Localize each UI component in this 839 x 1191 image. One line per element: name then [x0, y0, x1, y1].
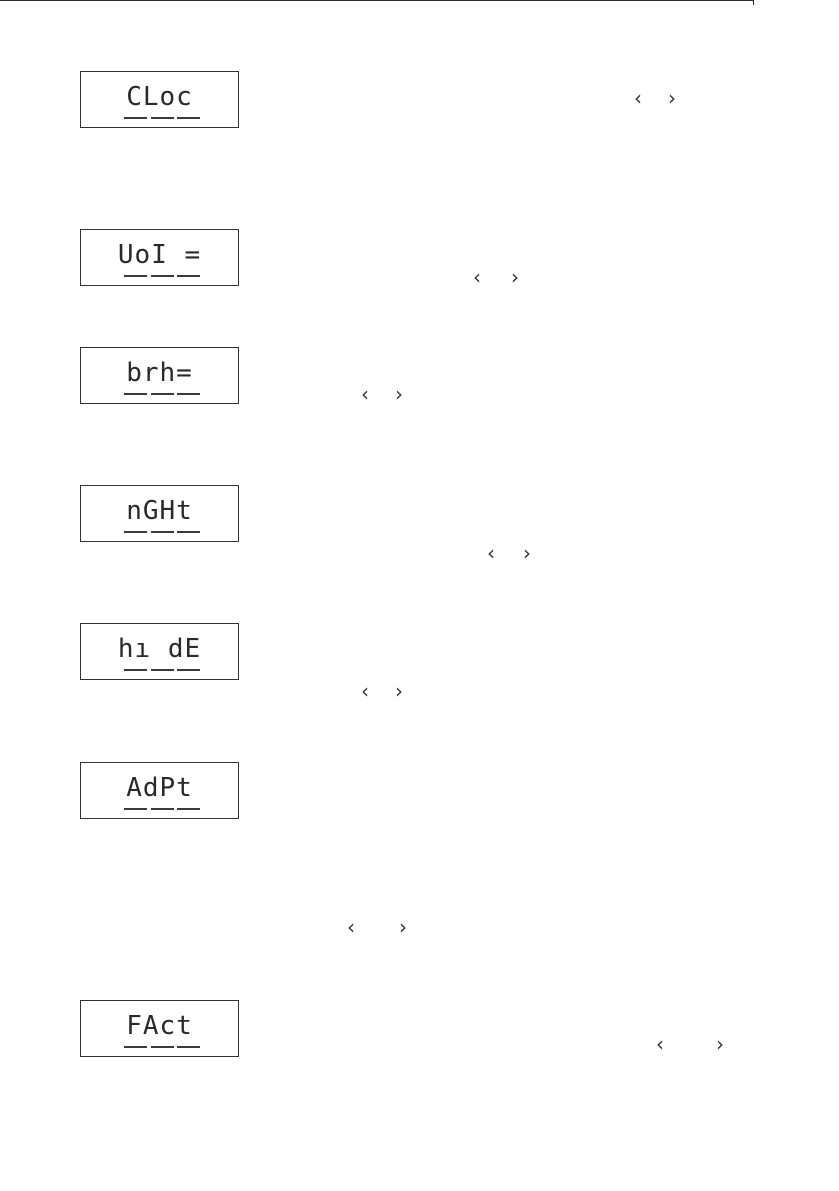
- chevron-right-icon: ›: [668, 86, 676, 110]
- top-rule: [0, 0, 753, 1]
- lcd-underline: [124, 531, 200, 533]
- chevron-right-icon: ›: [399, 915, 407, 939]
- lcd-display-hide: hı dE: [80, 623, 239, 680]
- chevron-left-icon: ‹: [656, 1032, 664, 1056]
- lcd-underline: [124, 393, 200, 395]
- lcd-display-nght: nGHt: [80, 485, 239, 542]
- lcd-display-vol: UoI =: [80, 229, 239, 286]
- chevron-left-icon: ‹: [361, 679, 369, 703]
- lcd-text: CLoc: [126, 82, 193, 112]
- lcd-underline: [124, 275, 200, 277]
- lcd-display-adpt: AdPt: [80, 762, 239, 819]
- top-rule-tick: [753, 0, 754, 5]
- lcd-text: nGHt: [126, 496, 193, 526]
- chevron-left-icon: ‹: [361, 382, 369, 406]
- chevron-left-icon: ‹: [473, 265, 481, 289]
- lcd-underline: [124, 1046, 200, 1048]
- lcd-text: brh=: [126, 358, 193, 388]
- chevron-right-icon: ›: [395, 679, 403, 703]
- lcd-text: AdPt: [126, 773, 193, 803]
- lcd-display-cloc: CLoc: [80, 71, 239, 128]
- lcd-text: UoI =: [117, 240, 202, 270]
- chevron-right-icon: ›: [511, 265, 519, 289]
- chevron-left-icon: ‹: [634, 86, 642, 110]
- lcd-underline: [124, 669, 200, 671]
- chevron-right-icon: ›: [523, 541, 531, 565]
- lcd-text: hı dE: [117, 634, 202, 664]
- lcd-underline: [124, 117, 200, 119]
- lcd-display-brh: brh=: [80, 347, 239, 404]
- chevron-left-icon: ‹: [347, 915, 355, 939]
- chevron-right-icon: ›: [395, 382, 403, 406]
- chevron-right-icon: ›: [716, 1032, 724, 1056]
- lcd-underline: [124, 808, 200, 810]
- lcd-text: FAct: [126, 1011, 193, 1041]
- chevron-left-icon: ‹: [487, 541, 495, 565]
- lcd-display-fact: FAct: [80, 1000, 239, 1057]
